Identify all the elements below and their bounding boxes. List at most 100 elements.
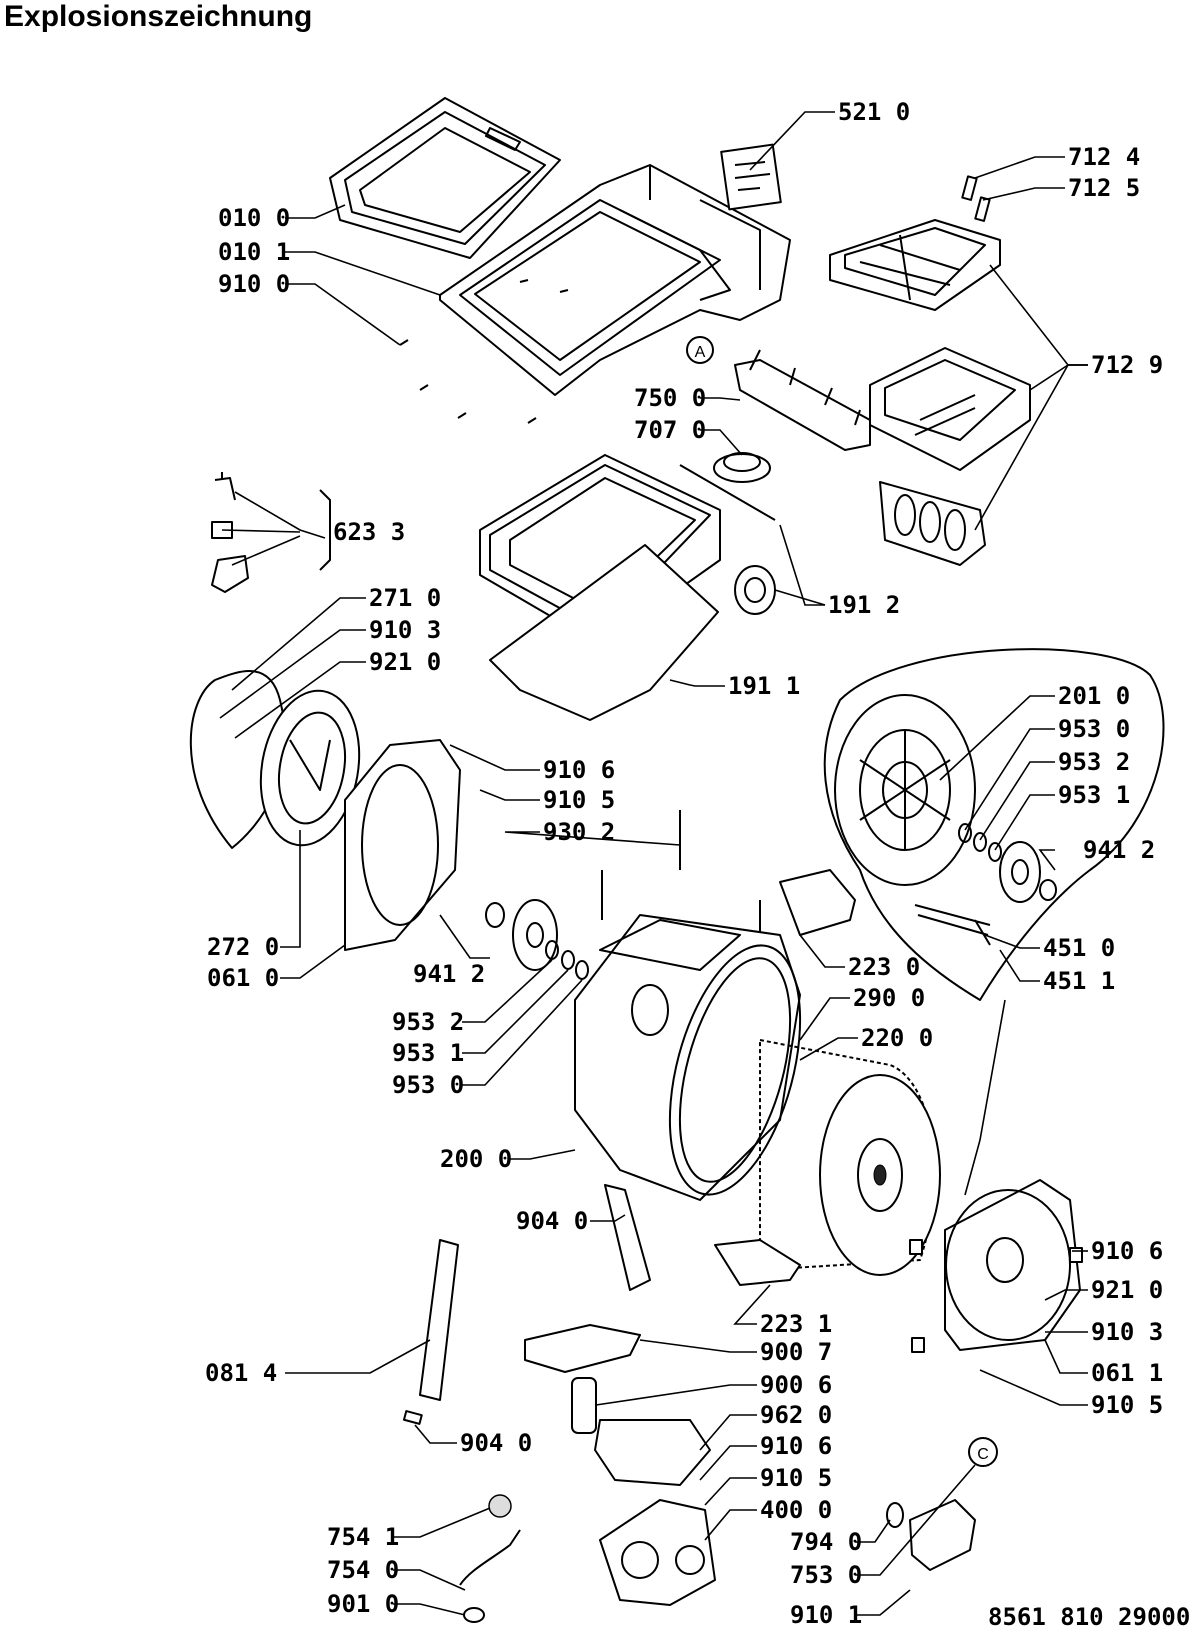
label-754-0: 754 0	[327, 1556, 399, 1584]
part-ball	[488, 1494, 512, 1518]
part-side-panel-left	[344, 739, 461, 951]
label-910-5b: 910 5	[1091, 1391, 1163, 1419]
part-rear-tub	[834, 694, 976, 886]
label-900-7: 900 7	[760, 1338, 832, 1366]
label-901-0: 901 0	[327, 1590, 399, 1618]
part-dispenser-lid	[829, 219, 1001, 311]
part-drum	[759, 1039, 941, 1276]
part-tub	[574, 914, 802, 1201]
label-451-1: 451 1	[1043, 967, 1115, 995]
label-223-1: 223 1	[760, 1310, 832, 1338]
part-bracket-rear-1	[909, 1239, 923, 1255]
label-290-0: 290 0	[853, 984, 925, 1012]
part-seal-3	[575, 960, 589, 980]
svg-text:A: A	[695, 344, 706, 361]
label-910-6b: 910 6	[1091, 1237, 1163, 1265]
label-712-5: 712 5	[1068, 174, 1140, 202]
part-shock-081	[419, 1239, 459, 1401]
part-screw-top	[519, 279, 569, 293]
label-081-4: 081 4	[205, 1359, 277, 1387]
label-753-0: 753 0	[790, 1561, 862, 1589]
label-010-1: 010 1	[218, 238, 290, 266]
label-271-0: 271 0	[369, 584, 441, 612]
label-794-0: 794 0	[790, 1528, 862, 1556]
part-seal-rear-2	[973, 832, 987, 852]
leader-lines	[219, 111, 1088, 1616]
part-damper-904	[604, 1184, 651, 1291]
part-filter	[571, 1377, 597, 1434]
part-screws-910-0	[399, 339, 537, 424]
part-hose	[459, 1529, 521, 1586]
label-941-2b: 941 2	[413, 960, 485, 988]
part-bracket-rear-2	[911, 1337, 925, 1353]
label-930-2: 930 2	[543, 818, 615, 846]
label-953-0b: 953 0	[392, 1071, 464, 1099]
label-754-1: 754 1	[327, 1523, 399, 1551]
label-904-0a: 904 0	[516, 1207, 588, 1235]
part-ring-794	[886, 1502, 904, 1528]
part-clamp	[463, 1607, 485, 1623]
part-seal-1	[545, 940, 559, 960]
page-title: Explosionszeichnung	[4, 0, 313, 33]
label-953-2a: 953 2	[1058, 748, 1130, 776]
label-521-0: 521 0	[838, 98, 910, 126]
part-bolt-904	[402, 1410, 423, 1425]
part-bracket-rear-3	[1069, 1247, 1083, 1263]
part-heater	[914, 904, 991, 946]
label-910-5a: 910 5	[543, 786, 615, 814]
part-drawer-front	[879, 481, 986, 566]
part-seal-rear-3	[988, 842, 1002, 862]
label-200-0: 200 0	[440, 1145, 512, 1173]
label-451-0: 451 0	[1043, 934, 1115, 962]
label-941-2a: 941 2	[1083, 836, 1155, 864]
label-191-1: 191 1	[728, 672, 800, 700]
label-953-1a: 953 1	[1058, 781, 1130, 809]
label-953-2b: 953 2	[392, 1008, 464, 1036]
label-223-0: 223 0	[848, 953, 920, 981]
label-953-0a: 953 0	[1058, 715, 1130, 743]
part-bearing-191-2	[734, 565, 776, 615]
part-pin-2	[974, 196, 991, 222]
label-750-0: 750 0	[634, 384, 706, 412]
label-910-3a: 910 3	[369, 616, 441, 644]
part-pump	[599, 1499, 716, 1606]
part-hub-rear	[999, 841, 1057, 903]
part-seal-2	[561, 950, 575, 970]
label-910-1: 910 1	[790, 1601, 862, 1629]
label-910-6a: 910 6	[543, 756, 615, 784]
label-904-0b: 904 0	[460, 1429, 532, 1457]
part-rod	[679, 464, 776, 521]
label-707-0: 707 0	[634, 416, 706, 444]
label-191-2: 191 2	[828, 591, 900, 619]
part-shield	[594, 1419, 711, 1486]
part-filter-cover	[524, 1324, 641, 1373]
part-dispenser-box	[869, 347, 1031, 471]
label-201-0: 201 0	[1058, 682, 1130, 710]
label-962-0: 962 0	[760, 1401, 832, 1429]
label-910-0: 910 0	[218, 270, 290, 298]
label-400-0: 400 0	[760, 1496, 832, 1524]
label-272-0: 272 0	[207, 933, 279, 961]
part-pressure-switch	[713, 452, 771, 483]
document-number: 8561 810 29000	[988, 1603, 1189, 1631]
label-910-3b: 910 3	[1091, 1318, 1163, 1346]
label-712-9: 712 9	[1091, 351, 1163, 379]
part-pin-1	[961, 175, 978, 201]
label-910-6c: 910 6	[760, 1432, 832, 1460]
part-tub-cover	[489, 544, 719, 721]
part-rear-panel	[944, 1179, 1081, 1351]
part-valve	[909, 1499, 976, 1571]
part-seal-rear-1	[958, 823, 972, 843]
label-712-4: 712 4	[1068, 143, 1140, 171]
label-953-1b: 953 1	[392, 1039, 464, 1067]
callout-a: A	[686, 336, 714, 364]
callout-c: C	[968, 1437, 998, 1467]
label-900-6: 900 6	[760, 1371, 832, 1399]
part-rear-group-outline	[823, 648, 1165, 1001]
part-control-bracket	[734, 349, 871, 451]
label-623-3: 623 3	[333, 518, 405, 546]
label-010-0: 010 0	[218, 204, 290, 232]
label-910-5c: 910 5	[760, 1464, 832, 1492]
part-hub-left	[485, 899, 558, 971]
